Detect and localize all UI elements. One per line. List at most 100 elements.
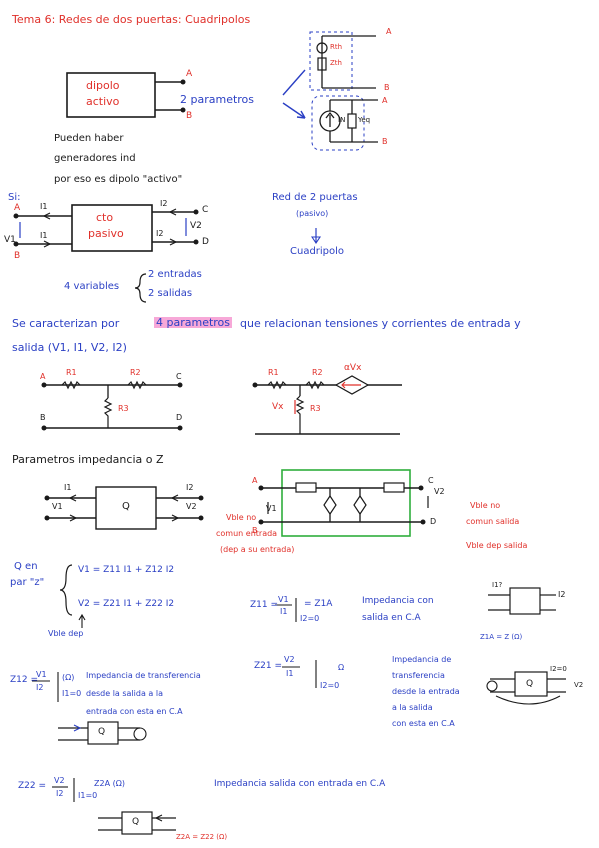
- i2-bottom: I2: [156, 229, 164, 238]
- c2-avx: αVx: [344, 363, 362, 373]
- c2-r3: R3: [310, 404, 321, 413]
- v1-label: V1: [4, 235, 16, 245]
- z21-label: Z21 =: [254, 661, 283, 671]
- norton-label-a: A: [382, 96, 388, 105]
- z21-i2zero: I2=0: [550, 665, 567, 673]
- z21-desc-3: desde la entrada: [392, 687, 460, 696]
- norton-in: IN: [338, 116, 346, 124]
- node-d: D: [202, 237, 209, 247]
- i2-top: I2: [160, 199, 168, 208]
- z12-den: I2: [36, 683, 44, 692]
- z1a-equation: Z1A = Z (Ω): [480, 633, 523, 641]
- note-line1: Pueden haber: [54, 133, 124, 144]
- green-q-box: [281, 469, 411, 537]
- z11-cond: I2=0: [300, 614, 320, 623]
- z21-desc-1: Impedancia de: [392, 655, 452, 664]
- z12-desc-3: entrada con esta en C.A: [86, 707, 183, 716]
- c2-r1: R1: [268, 368, 279, 377]
- z22-den: I2: [56, 789, 64, 798]
- vble-out-2: comun salida: [466, 517, 520, 526]
- z11-i1q: I1?: [492, 581, 503, 589]
- note-line3: por eso es dipolo "activo": [54, 174, 183, 185]
- variables-label: 4 variables: [64, 281, 120, 292]
- i1-bottom: I1: [40, 231, 48, 240]
- z12-desc-1: Impedancia de transferencia: [86, 671, 201, 680]
- z21-desc-4: a la salida: [392, 703, 433, 712]
- z11-label: Z11 =: [250, 600, 279, 610]
- dipolo-label-a: A: [186, 69, 193, 79]
- characterize-line2: salida (V1, I1, V2, I2): [12, 341, 127, 354]
- equation-2: V2 = Z21 I1 + Z22 I2: [78, 599, 175, 609]
- thevenin-rth: Rth: [330, 43, 343, 51]
- z22-q: Q: [132, 817, 140, 827]
- q-box-1: [95, 486, 157, 530]
- dipolo-label-b: B: [186, 111, 193, 121]
- pasivo-line2: pasivo: [88, 227, 124, 240]
- thevenin-zth: Zth: [330, 59, 342, 67]
- dipolo-box-line2: activo: [86, 95, 120, 108]
- z21-num: V2: [284, 655, 295, 664]
- arrow-to-norton-head: [296, 110, 306, 119]
- z2a-equation: Z2A = Z22 (Ω): [176, 833, 228, 841]
- equation-1: V1 = Z11 I1 + Z12 I2: [78, 565, 175, 575]
- z11-result: = Z1A: [304, 599, 333, 609]
- vble-out-3: Vble dep salida: [466, 541, 528, 550]
- si-label: Si:: [8, 192, 21, 203]
- norton-dashed-box: [311, 95, 365, 151]
- q1-v1: V1: [52, 502, 63, 511]
- q2-node-c: C: [428, 476, 434, 485]
- pasivo-box: [71, 204, 153, 252]
- z21-cond: I2=0: [320, 681, 340, 690]
- outputs-label: 2 salidas: [148, 288, 193, 299]
- norton-label-b: B: [382, 137, 388, 146]
- z12-cond: I1=0: [62, 689, 82, 698]
- z11-den: I1: [280, 607, 288, 616]
- z21-den: I1: [286, 669, 294, 678]
- c1-node-a: A: [40, 372, 46, 381]
- z22-num: V2: [54, 776, 65, 785]
- thevenin-dashed-box: [309, 31, 353, 91]
- z21-q: Q: [526, 679, 534, 689]
- vble-in-3: (dep a su entrada): [220, 545, 295, 554]
- vars-brace: [134, 273, 147, 303]
- z11-i2: I2: [558, 590, 566, 599]
- q-box-z11: [509, 587, 541, 615]
- z21-desc-5: con esta en C.A: [392, 719, 455, 728]
- cuadripolo-label: Cuadripolo: [290, 246, 345, 257]
- q2-v1: V1: [266, 504, 277, 513]
- c1-r1: R1: [66, 368, 77, 377]
- z12-unit: (Ω): [62, 673, 75, 682]
- q1-label: Q: [122, 501, 130, 512]
- r1-resistor: [61, 380, 81, 390]
- z12-desc-2: desde la salida a la: [86, 689, 163, 698]
- i1-top: I1: [40, 202, 48, 211]
- dipolo-box: [66, 72, 156, 118]
- node-a: A: [14, 203, 21, 213]
- z11-desc-1: Impedancia con: [362, 596, 434, 606]
- z12-label: Z12 =: [10, 675, 39, 685]
- q1-i1: I1: [64, 483, 72, 492]
- z21-unit: Ω: [338, 663, 345, 672]
- q-en-line2: par "z": [10, 577, 45, 588]
- vble-out-1: Vble no: [470, 501, 501, 510]
- q2-node-b: B: [252, 526, 258, 535]
- z12-num: V1: [36, 670, 47, 679]
- z21-desc-2: transferencia: [392, 671, 445, 680]
- four-params-highlight: 4 parametros: [154, 316, 233, 329]
- c2-vx: Vx: [272, 402, 284, 412]
- q-box-z21: [514, 671, 548, 697]
- node-b: B: [14, 251, 21, 261]
- note-line2: generadores ind: [54, 153, 136, 164]
- dipolo-box-line1: dipolo: [86, 79, 120, 92]
- r2-resistor: [127, 380, 147, 390]
- red-two-ports: Red de 2 puertas: [272, 192, 358, 203]
- arrow-to-thevenin: [282, 69, 306, 96]
- z12-q: Q: [98, 727, 106, 737]
- c1-r2: R2: [130, 368, 141, 377]
- q2-v2: V2: [434, 487, 445, 496]
- z11-desc-2: salida en C.A: [362, 613, 421, 623]
- z21-loop: [495, 695, 561, 705]
- c1-node-d: D: [176, 413, 183, 422]
- q1-v2: V2: [186, 502, 197, 511]
